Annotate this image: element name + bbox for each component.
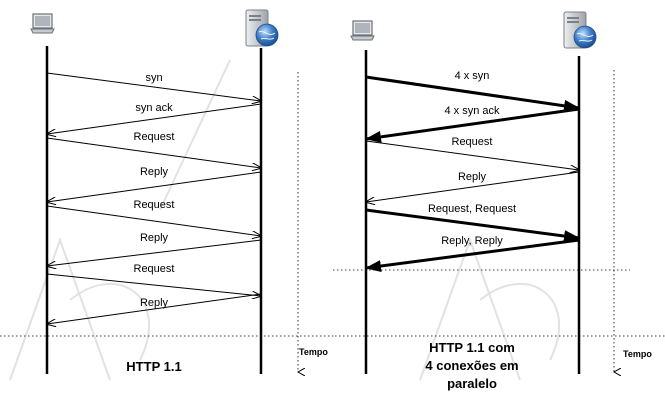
left-message-label-3: Request: [134, 131, 175, 143]
laptop-icon-right: [350, 20, 375, 41]
right-message-arrow-2: [365, 107, 580, 143]
title-left: HTTP 1.1: [126, 359, 181, 374]
right-message-label-1: 4 x syn: [455, 70, 490, 82]
left-message-label-2: syn ack: [135, 102, 173, 114]
right-message-arrow-5: [365, 208, 580, 242]
server-icon-right: [563, 11, 597, 49]
left-message-label-6: Reply: [140, 232, 169, 244]
left-message-arrow-1: [46, 72, 261, 101]
right-message-label-5: Request, Request: [428, 203, 516, 215]
left-message-arrow-5: [46, 205, 261, 236]
left-message-arrow-7: [46, 273, 261, 296]
time-label-left: Tempo: [299, 347, 328, 357]
time-label-right: Tempo: [623, 349, 652, 359]
left-message-arrow-6: [47, 239, 262, 266]
right-message-arrow-3: [365, 140, 579, 170]
right-message-label-4: Reply: [458, 171, 487, 183]
left-message-label-4: Reply: [140, 166, 169, 178]
right-message-arrow-1: [365, 75, 580, 112]
right-message-label-6: Reply, Reply: [441, 235, 503, 247]
left-message-label-7: Request: [134, 263, 175, 275]
title-right-line-3: paralelo: [447, 376, 497, 391]
left-message-arrow-2: [47, 103, 262, 134]
left-message-label-5: Request: [134, 199, 175, 211]
left-message-label-1: syn: [145, 72, 162, 84]
server-icon-left: [245, 9, 279, 47]
title-right-line-1: HTTP 1.1 com: [429, 340, 515, 355]
right-message-arrow-4: [366, 171, 580, 202]
right-message-label-3: Request: [452, 136, 493, 148]
right-message-label-2: 4 x syn ack: [444, 105, 500, 117]
left-message-arrow-3: [46, 137, 261, 168]
right-message-arrow-6: [365, 238, 580, 272]
laptop-icon-left: [30, 13, 55, 34]
title-right-line-2: 4 conexões em: [425, 358, 518, 373]
left-message-arrow-4: [47, 171, 262, 202]
left-message-label-8: Reply: [140, 297, 169, 309]
left-message-arrow-8: [47, 293, 262, 324]
